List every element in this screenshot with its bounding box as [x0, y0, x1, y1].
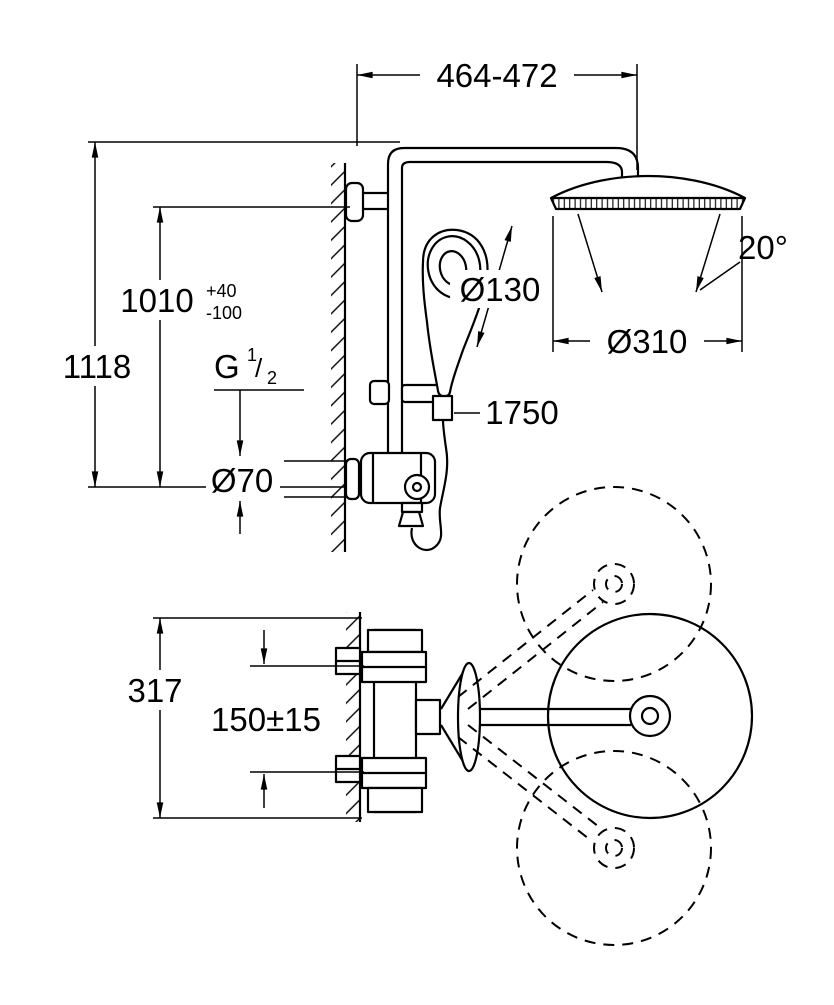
- label-escutcheon-dia: Ø70: [211, 462, 273, 499]
- wall-bracket: [344, 181, 389, 223]
- label-thread-letter: G: [214, 348, 240, 385]
- swivel-head-lower: [516, 750, 712, 946]
- dim-angle-20: [577, 213, 741, 293]
- head-hub: [628, 694, 672, 738]
- label-thread-numerator: 1: [247, 345, 257, 365]
- wall-hatch-upper: [331, 163, 345, 552]
- label-tolerance-minus: -100: [206, 303, 242, 323]
- head-circle: [546, 612, 754, 820]
- hose-nut: [397, 510, 425, 528]
- wall-hatch-lower: [346, 612, 360, 822]
- dim-depth-317: [153, 617, 362, 819]
- label-center-distance: 150±15: [211, 701, 321, 738]
- shower-head-plan: [546, 612, 754, 820]
- arm-boss: [414, 698, 442, 736]
- dim-dia-70: [236, 460, 348, 534]
- thermostat-valve-side: [344, 451, 437, 528]
- label-install-height: 1010: [120, 282, 193, 319]
- label-tolerance-plus: +40: [206, 281, 237, 301]
- swivel-head-upper: [516, 486, 712, 682]
- plan-view: [334, 486, 754, 946]
- shower-head-side: [549, 174, 747, 211]
- dim-height-1010: [153, 206, 350, 488]
- shower-hose: [410, 419, 449, 552]
- label-hose-length: 1750: [485, 394, 558, 431]
- dim-spacing-150: [250, 630, 364, 808]
- label-overall-height: 1118: [63, 348, 132, 385]
- spray-face-hatch: [551, 198, 745, 209]
- valve-knob: [403, 473, 431, 501]
- wall-escutcheon: [344, 457, 361, 501]
- swivel-range-lower: [457, 724, 712, 946]
- label-width-range: 464-472: [436, 57, 557, 94]
- label-head-dia: Ø310: [607, 323, 688, 360]
- label-thread-denominator: 2: [267, 368, 277, 388]
- valve-outlet: [400, 501, 424, 514]
- label-hand-shower-dia: Ø130: [460, 271, 541, 308]
- hand-shower-holder: [368, 379, 442, 406]
- arm-escutcheon: [456, 661, 482, 773]
- hand-shower-connector: [431, 394, 454, 422]
- label-backgrounds: [56, 56, 704, 710]
- labels: 464-472 1118 1010 +40 -100 G 1 / 2 Ø70 Ø…: [63, 57, 788, 738]
- thermostat-valve-plan: [360, 628, 442, 814]
- supply-stubs: [334, 646, 362, 784]
- label-swivel-angle: 20°: [738, 229, 788, 266]
- swivel-range-upper: [457, 486, 712, 710]
- label-depth: 317: [127, 672, 182, 709]
- wall-lower: [346, 612, 362, 822]
- wall-upper: [331, 163, 347, 552]
- shower-arm-plan: [440, 661, 631, 773]
- holder-knob: [368, 379, 391, 406]
- label-thread-slash: /: [255, 353, 263, 383]
- dim-thread-g12: [214, 389, 304, 457]
